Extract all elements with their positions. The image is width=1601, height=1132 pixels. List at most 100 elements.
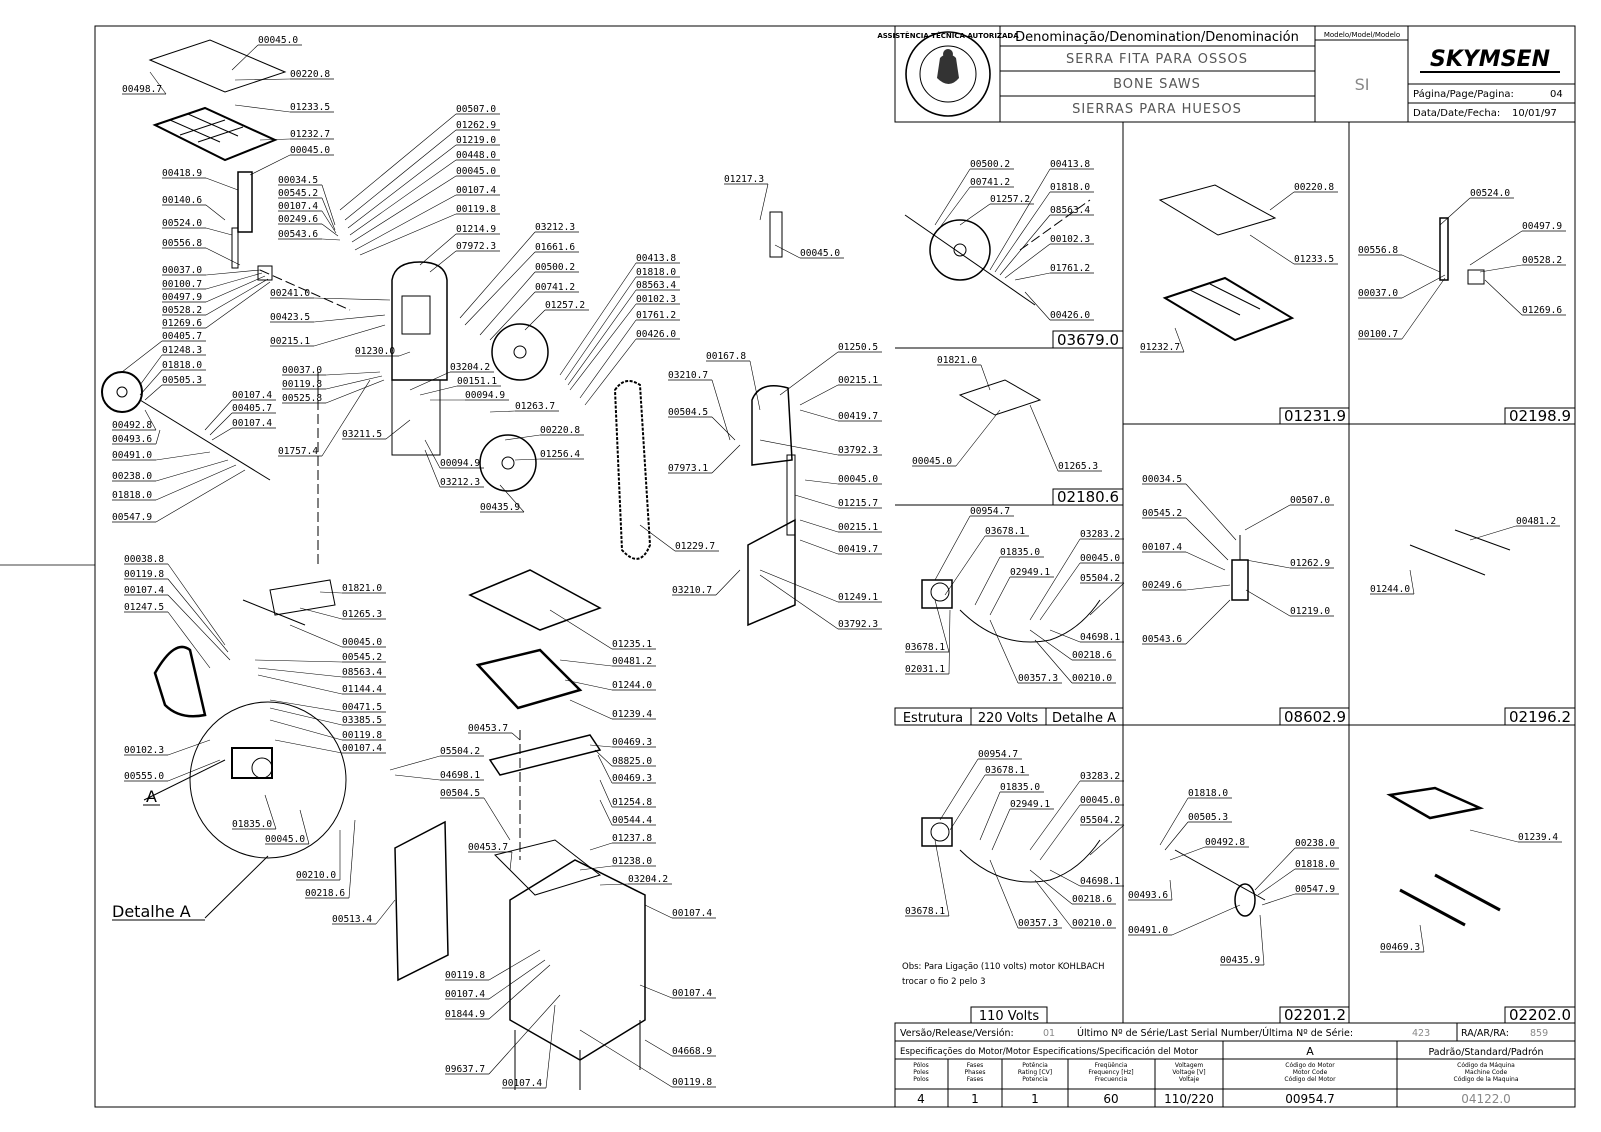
leader-line [1029, 404, 1059, 472]
panel-code-08602: 08602.9 [1284, 708, 1346, 726]
leader-line [1029, 780, 1081, 851]
val-motor-code: 00954.7 [1285, 1092, 1335, 1106]
leader-line [409, 371, 451, 391]
col-machine-code-es: Código de la Maquina [1454, 1076, 1519, 1083]
leader-line [155, 429, 161, 445]
leader-line [1034, 639, 1073, 684]
part-label-m5: 01232.7 [290, 129, 330, 140]
part-label-g3: 03283.2 [1080, 529, 1120, 540]
part-label-m30: 00545.2 [278, 188, 318, 199]
a-label: A [146, 787, 157, 806]
leader-line [759, 439, 839, 456]
leader-line [559, 262, 637, 376]
leader-line [464, 251, 536, 326]
part-label-m21: 00493.6 [112, 434, 152, 445]
leader-line [711, 379, 731, 441]
leader-line [1439, 197, 1471, 226]
leader-line [779, 351, 839, 396]
leader-line [564, 276, 637, 381]
leader-line [579, 1029, 673, 1088]
leader-line [937, 186, 971, 231]
leader-line [524, 309, 546, 331]
part-label-m62: 03212.3 [440, 477, 480, 488]
part-label-g6: 02949.1 [1010, 567, 1050, 578]
col-voltage-es: Voltaje [1179, 1076, 1200, 1083]
part-label-i8: 00491.0 [1128, 925, 1168, 936]
part-label-m54: 01257.2 [545, 300, 585, 311]
leader-line [167, 563, 226, 646]
leader-line [934, 839, 950, 917]
col-motor-code-pt: Código do Motor [1285, 1062, 1335, 1069]
part-label-m102: 00119.8 [342, 730, 382, 741]
footer-table [894, 1022, 1576, 1108]
leader-line [155, 464, 237, 501]
leader-line [249, 154, 291, 176]
part-label-m40: 01757.4 [278, 446, 318, 457]
leader-line [211, 427, 233, 441]
leader-line [989, 576, 1011, 616]
part-number-labels: 00045.000220.800498.701233.501232.700045… [112, 35, 1566, 1089]
val-machine-code: 04122.0 [1461, 1092, 1511, 1106]
part-label-m128: 00107.4 [672, 908, 712, 919]
part-label-m16: 00405.7 [162, 331, 202, 342]
part-label-c7: 00100.7 [1358, 329, 1398, 340]
panel-code-02180: 02180.6 [1057, 488, 1119, 506]
part-label-m120: 08825.0 [612, 756, 652, 767]
leader-line [711, 444, 741, 474]
part-label-m19: 00505.3 [162, 375, 202, 386]
seal-text: ASSISTÊNCIA TÉCNICA AUTORIZADA [877, 31, 1019, 40]
leader-line [597, 754, 613, 784]
leader-line [389, 755, 441, 771]
leader-line [549, 609, 613, 650]
leader-line [205, 275, 266, 303]
part-label-m82: 00045.0 [838, 474, 878, 485]
leader-line [488, 949, 541, 981]
part-label-d1: 01821.0 [937, 355, 977, 366]
part-label-e7: 01219.0 [1290, 606, 1330, 617]
leader-line [299, 809, 310, 845]
part-label-m63: 00220.8 [540, 425, 580, 436]
part-label-c4: 00528.2 [1522, 255, 1562, 266]
leader-line [139, 354, 163, 386]
leader-line [934, 515, 971, 581]
part-label-m68: 08563.4 [636, 280, 676, 291]
part-label-m81: 07973.1 [668, 463, 708, 474]
part-label-m1: 00045.0 [258, 35, 298, 46]
part-label-m39: 00525.8 [282, 393, 322, 404]
part-label-m47: 00119.8 [456, 204, 496, 215]
part-label-m14: 00528.2 [162, 305, 202, 316]
leader-line [321, 223, 339, 237]
panel-code-02196: 02196.2 [1509, 708, 1571, 726]
leader-line [264, 794, 277, 830]
leader-line [269, 719, 343, 741]
leader-line [1185, 517, 1229, 561]
leader-line [1469, 829, 1519, 843]
part-label-m70: 01761.2 [636, 310, 676, 321]
leader-line [424, 439, 441, 469]
leader-line [483, 797, 511, 841]
leader-line [1469, 230, 1523, 266]
part-label-m36: 00215.1 [270, 336, 310, 347]
leader-line [579, 865, 613, 871]
part-label-m45: 00045.0 [456, 166, 496, 177]
panel-code-01231: 01231.9 [1284, 407, 1346, 425]
leader-line [1174, 327, 1185, 353]
part-label-c3: 00556.8 [1358, 245, 1398, 256]
leader-line [509, 851, 513, 871]
leader-line [429, 250, 457, 273]
leader-line [794, 494, 839, 509]
part-label-m46: 00107.4 [456, 185, 496, 196]
part-label-m22: 00491.0 [112, 450, 152, 461]
part-label-m107: 00045.0 [265, 834, 305, 845]
caption-detalhe-a: Detalhe A [1052, 711, 1116, 726]
page-value: 04 [1550, 89, 1563, 100]
leader-line [321, 210, 337, 234]
leader-line [321, 197, 336, 231]
leader-line [759, 569, 839, 603]
leader-line [479, 271, 536, 336]
part-label-h4: 01835.0 [1000, 782, 1040, 793]
leader-line [1401, 277, 1446, 340]
part-label-g13: 00210.0 [1072, 673, 1112, 684]
leader-line [799, 519, 839, 533]
